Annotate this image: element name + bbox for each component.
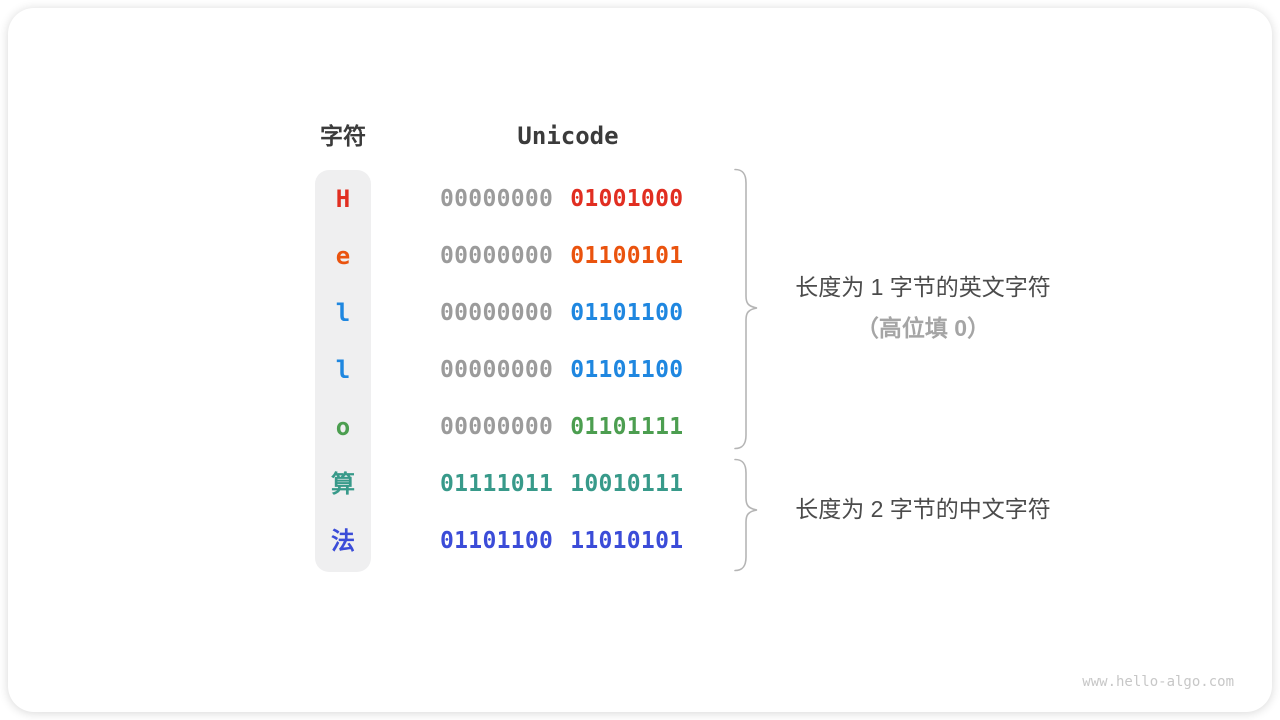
char-cell: e — [335, 242, 351, 270]
one-byte-annotation-line2: （高位填 0） — [855, 315, 991, 341]
high-byte: 01101100 — [440, 528, 554, 554]
site-watermark: www.hello-algo.com — [1082, 674, 1234, 690]
unicode-bytes: 00000000 01101100 — [440, 298, 683, 328]
high-byte: 00000000 — [440, 357, 554, 383]
unicode-bytes: 00000000 01100101 — [440, 241, 683, 271]
table-row: 算 01111011 10010111 — [8, 469, 1272, 499]
high-byte: 00000000 — [440, 243, 554, 269]
unicode-encoding-diagram: 字符 Unicode H 00000000 01001000 e 00000000… — [8, 8, 1272, 712]
low-byte: 10010111 — [570, 471, 684, 497]
unicode-bytes: 00000000 01101111 — [440, 412, 683, 442]
table-row: e 00000000 01100101 — [8, 241, 1272, 271]
two-byte-annotation: 长度为 2 字节的中文字符 — [795, 496, 1051, 522]
high-byte: 00000000 — [440, 186, 554, 212]
char-cell: l — [335, 356, 351, 384]
high-byte: 00000000 — [440, 300, 554, 326]
char-column-header: 字符 — [320, 123, 366, 149]
one-byte-group-brace — [734, 168, 758, 450]
char-cell: o — [335, 413, 351, 441]
char-cell: H — [335, 185, 351, 213]
char-cell: 法 — [331, 527, 355, 555]
low-byte: 01101100 — [570, 300, 684, 326]
low-byte: 01100101 — [570, 243, 684, 269]
unicode-column-header: Unicode — [517, 122, 619, 150]
low-byte: 11010101 — [570, 528, 684, 554]
one-byte-annotation-line1: 长度为 1 字节的英文字符 — [795, 274, 1051, 300]
char-column-background — [315, 170, 371, 572]
table-row: l 00000000 01101100 — [8, 355, 1272, 385]
low-byte: 01101111 — [570, 414, 684, 440]
low-byte: 01101100 — [570, 357, 684, 383]
table-row: 法 01101100 11010101 — [8, 526, 1272, 556]
char-cell: l — [335, 299, 351, 327]
high-byte: 00000000 — [440, 414, 554, 440]
unicode-bytes: 01111011 10010111 — [440, 469, 683, 499]
table-row: H 00000000 01001000 — [8, 184, 1272, 214]
char-cell: 算 — [331, 470, 355, 498]
diagram-card: 字符 Unicode H 00000000 01001000 e 00000000… — [8, 8, 1272, 712]
unicode-bytes: 00000000 01001000 — [440, 184, 683, 214]
low-byte: 01001000 — [570, 186, 684, 212]
unicode-bytes: 01101100 11010101 — [440, 526, 683, 556]
table-row: o 00000000 01101111 — [8, 412, 1272, 442]
two-byte-group-brace — [734, 458, 758, 572]
unicode-bytes: 00000000 01101100 — [440, 355, 683, 385]
high-byte: 01111011 — [440, 471, 554, 497]
table-row: l 00000000 01101100 — [8, 298, 1272, 328]
